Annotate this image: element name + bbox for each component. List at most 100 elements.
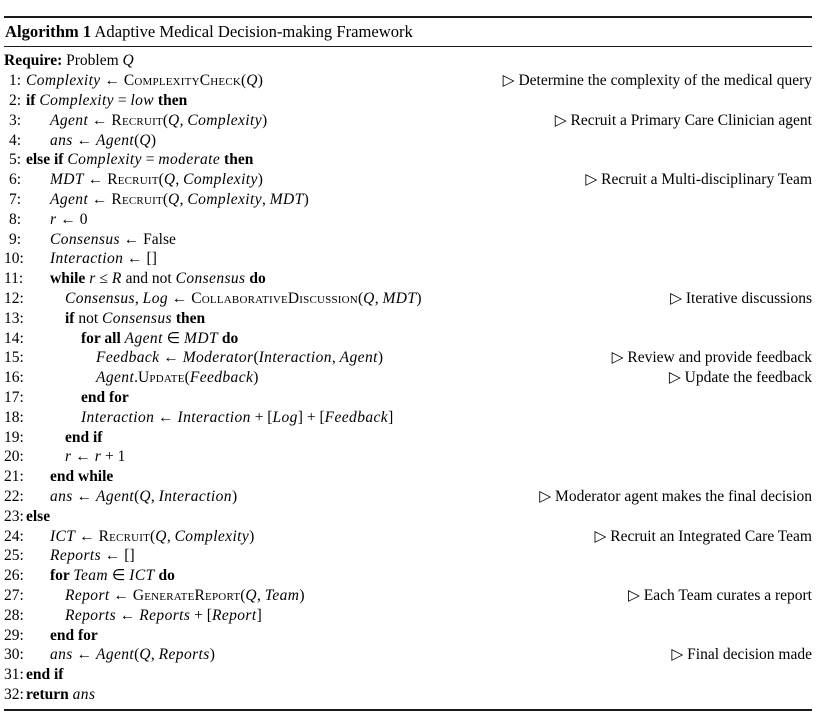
algorithm-line: 30:ans ← Agent(Q, Reports)▷ Final decisi… xyxy=(4,645,812,665)
line-code: else if Complexity = moderate then xyxy=(26,151,254,169)
algorithm-line: 22:ans ← Agent(Q, Interaction)▷ Moderato… xyxy=(4,487,812,507)
line-comment: ▷ Determine the complexity of the medica… xyxy=(502,72,812,90)
line-number: 1: xyxy=(8,72,21,90)
line-number: 28: xyxy=(4,606,24,624)
line-number: 13: xyxy=(4,309,24,327)
algorithm-line: 4:ans ← Agent(Q) xyxy=(4,131,812,151)
algorithm-title-text: Adaptive Medical Decision-making Framewo… xyxy=(91,22,413,41)
line-code: for all Agent ∈ MDT do xyxy=(81,329,239,347)
line-number: 9: xyxy=(8,230,21,248)
line-number: 31: xyxy=(4,666,24,684)
line-number: 12: xyxy=(4,289,24,307)
line-code: else xyxy=(26,507,51,525)
line-number: 14: xyxy=(4,329,24,347)
algorithm-line: 16: Agent.Update(Feedback) ▷ Update the fe… xyxy=(4,368,812,388)
algorithm-line: 5:else if Complexity = moderate then xyxy=(4,150,812,170)
line-number: 10: xyxy=(4,250,24,268)
line-code: ICT ← Recruit(Q, Complexity) xyxy=(50,527,255,545)
algorithm-line: 32:return ans xyxy=(4,685,812,705)
line-comment: ▷ Final decision made xyxy=(671,646,812,664)
algorithm-line: 8: r ← 0 xyxy=(4,210,812,230)
line-code: end while xyxy=(50,468,114,486)
line-number: 27: xyxy=(4,586,24,604)
line-code: r ← 0 xyxy=(50,210,88,228)
line-number: 29: xyxy=(4,626,24,644)
algorithm-line: 26: for Team ∈ ICT do xyxy=(4,566,812,586)
line-number: 32: xyxy=(4,685,24,703)
require-line: Require: Problem Q xyxy=(4,51,812,71)
line-code: return ans xyxy=(26,685,96,703)
algorithm-block: Algorithm 1 Adaptive Medical Decision-ma… xyxy=(4,16,812,711)
algorithm-line: 9: Consensus ← False xyxy=(4,230,812,250)
line-comment: ▷ Recruit an Integrated Care Team xyxy=(594,527,812,545)
line-code: Report ← GenerateReport(Q, Team) xyxy=(65,586,305,604)
algorithm-line: 18:Interaction ← Interaction + [Log] + [… xyxy=(4,408,812,428)
line-comment: ▷ Iterative discussions xyxy=(670,289,812,307)
line-code: r ← r + 1 xyxy=(65,448,126,466)
line-number: 16: xyxy=(4,369,24,387)
line-code: end if xyxy=(65,428,103,446)
line-code: end if xyxy=(26,666,64,684)
title-rule xyxy=(4,46,812,48)
line-code: for Team ∈ ICT do xyxy=(50,567,175,585)
require-code: Problem Q xyxy=(62,52,135,70)
algorithm-line: 20: r ← r + 1 xyxy=(4,447,812,467)
algorithm-line: 2: if Complexity = low then xyxy=(4,91,812,111)
line-number: 8: xyxy=(8,210,21,228)
line-number: 30: xyxy=(4,646,24,664)
algorithm-line: 25: Reports ← [] xyxy=(4,546,812,566)
line-code: Agent ← Recruit(Q, Complexity) xyxy=(50,111,268,129)
line-code: MDT ← Recruit(Q, Complexity) xyxy=(50,171,263,189)
line-code: Feedback ← Moderator(Interaction, Agent) xyxy=(96,349,383,367)
line-code: Consensus, Log ← CollaborativeDiscussion… xyxy=(65,289,422,307)
line-code: end for xyxy=(81,388,129,406)
algorithm-body: Require: Problem Q 1: Complexity ← Comple… xyxy=(4,47,812,704)
line-comment: ▷ Each Team curates a report xyxy=(628,586,812,604)
algorithm-line: 6:MDT ← Recruit(Q, Complexity)▷ Recruit … xyxy=(4,170,812,190)
line-number: 17: xyxy=(4,388,24,406)
line-code: Consensus ← False xyxy=(50,230,176,248)
algorithm-line: 17: end for xyxy=(4,388,812,408)
algorithm-line: 29: end for xyxy=(4,626,812,646)
line-code: Interaction ← [] xyxy=(50,250,157,268)
line-number: 7: xyxy=(8,190,21,208)
line-code: while r ≤ R and not Consensus do xyxy=(50,270,266,288)
line-number: 11: xyxy=(4,270,24,288)
algorithm-line: 31:end if xyxy=(4,665,812,685)
algorithm-line: 28: Reports ← Reports + [Report] xyxy=(4,606,812,626)
algorithm-line: 27: Report ← GenerateReport(Q, Team) ▷ Eac… xyxy=(4,586,812,606)
line-comment: ▷ Recruit a Multi-disciplinary Team xyxy=(585,171,812,189)
line-comment: ▷ Moderator agent makes the final decisi… xyxy=(539,487,812,505)
line-code: ans ← Agent(Q, Interaction) xyxy=(50,487,238,505)
top-rule xyxy=(4,16,812,18)
line-code: Reports ← [] xyxy=(50,547,135,565)
algorithm-line: 13: if not Consensus then xyxy=(4,309,812,329)
algorithm-line: 21:end while xyxy=(4,467,812,487)
line-comment: ▷ Review and provide feedback xyxy=(611,349,812,367)
line-number: 25: xyxy=(4,547,24,565)
line-code: if not Consensus then xyxy=(65,309,206,327)
line-code: if Complexity = low then xyxy=(26,91,188,109)
line-number: 26: xyxy=(4,567,24,585)
line-number: 4: xyxy=(8,131,21,149)
line-code: Reports ← Reports + [Report] xyxy=(65,606,262,624)
line-number: 15: xyxy=(4,349,24,367)
line-number: 24: xyxy=(4,527,24,545)
line-number: 3: xyxy=(8,111,21,129)
line-comment: ▷ Update the feedback xyxy=(668,369,812,387)
algorithm-line: 10: Interaction ← [] xyxy=(4,249,812,269)
algorithm-line: 12: Consensus, Log ← CollaborativeDiscuss… xyxy=(4,289,812,309)
algorithm-line: 11: while r ≤ R and not Consensus do xyxy=(4,269,812,289)
line-code: Complexity ← ComplexityCheck(Q) xyxy=(26,72,263,90)
line-number: 20: xyxy=(4,448,24,466)
algorithm-line: 7: Agent ← Recruit(Q, Complexity, MDT) xyxy=(4,190,812,210)
algorithm-title-label: Algorithm 1 xyxy=(5,22,92,41)
line-code: end for xyxy=(50,626,98,644)
line-number: 2: xyxy=(8,91,21,109)
algorithm-title: Algorithm 1 Adaptive Medical Decision-ma… xyxy=(4,18,812,46)
algorithm-line: 1: Complexity ← ComplexityCheck(Q) ▷ Deter… xyxy=(4,71,812,91)
algorithm-line: 3:Agent ← Recruit(Q, Complexity)▷ Recrui… xyxy=(4,111,812,131)
line-code: Agent.Update(Feedback) xyxy=(96,369,259,387)
line-code: Agent ← Recruit(Q, Complexity, MDT) xyxy=(50,190,309,208)
line-number: 19: xyxy=(4,428,24,446)
